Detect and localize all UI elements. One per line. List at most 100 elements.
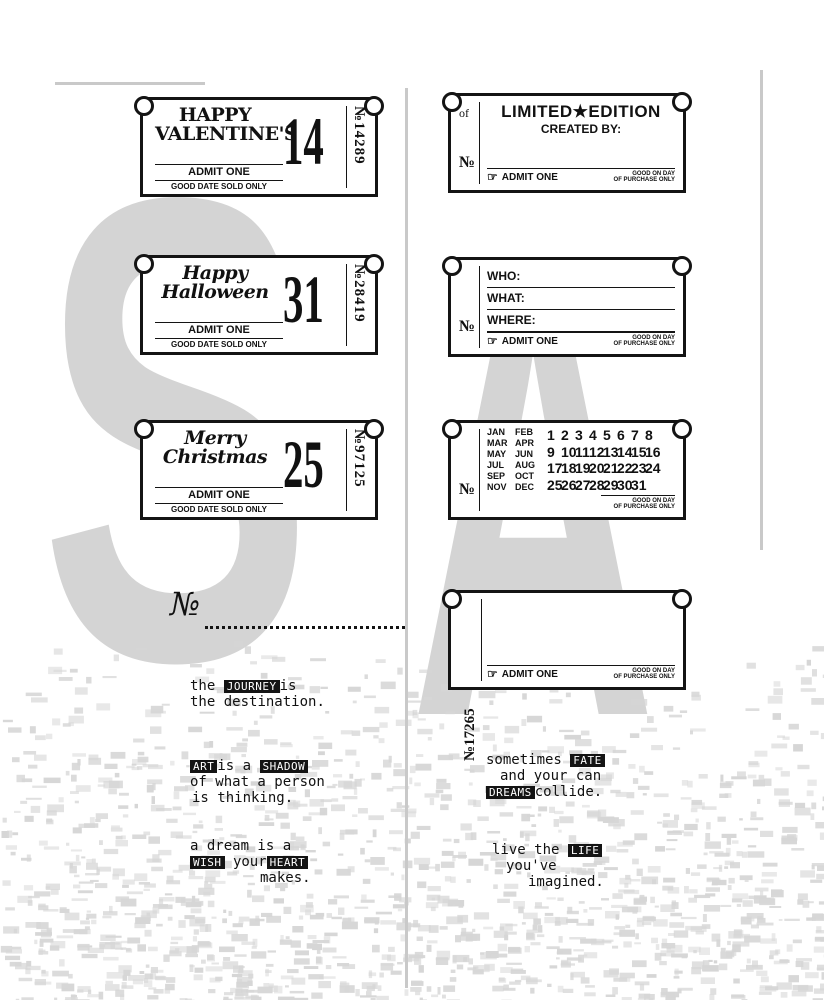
texture-speck (660, 950, 675, 957)
texture-speck (263, 885, 270, 892)
texture-speck (380, 962, 394, 971)
texture-speck (251, 951, 267, 959)
texture-speck (84, 926, 90, 930)
texture-speck (771, 933, 776, 941)
texture-speck (782, 736, 790, 740)
texture-speck (165, 983, 175, 991)
texture-speck (366, 840, 373, 843)
texture-speck (821, 972, 824, 980)
texture-speck (662, 820, 678, 828)
texture-speck (34, 754, 47, 761)
texture-speck (150, 726, 162, 734)
texture-speck (800, 962, 810, 970)
texture-speck (175, 896, 186, 903)
texture-speck (153, 989, 164, 994)
texture-speck (817, 865, 824, 871)
texture-speck (690, 730, 693, 735)
texture-speck (375, 659, 386, 663)
texture-speck (771, 890, 784, 898)
texture-speck (571, 867, 582, 874)
texture-speck (407, 691, 419, 698)
texture-speck (144, 973, 153, 980)
texture-speck (446, 916, 463, 925)
texture-speck (758, 991, 772, 995)
texture-speck (747, 845, 757, 848)
texture-speck (754, 750, 768, 757)
texture-speck (810, 879, 823, 883)
texture-speck (511, 863, 520, 866)
texture-speck (274, 985, 283, 994)
texture-speck (87, 994, 101, 998)
texture-speck (812, 913, 824, 920)
texture-speck (28, 895, 40, 899)
texture-speck (536, 934, 545, 938)
texture-speck (625, 874, 631, 880)
texture-speck (507, 949, 512, 952)
texture-speck (380, 681, 396, 690)
texture-speck (374, 920, 379, 925)
texture-speck (740, 918, 755, 922)
texture-speck (127, 937, 141, 944)
texture-speck (38, 840, 48, 846)
texture-speck (808, 901, 814, 904)
texture-speck (453, 838, 460, 844)
calendar-day: 31 (631, 476, 647, 493)
ticket-title: Happy Halloween (161, 262, 269, 303)
texture-speck (634, 981, 650, 986)
texture-speck (741, 851, 748, 858)
texture-speck (553, 819, 559, 827)
texture-speck (596, 940, 612, 944)
texture-speck (396, 922, 412, 931)
texture-speck (287, 802, 299, 810)
ticket-body: LIMITED★EDITION CREATED BY: (487, 102, 675, 168)
calendar-day: 10 (561, 443, 577, 460)
texture-speck (261, 912, 273, 917)
texture-speck (52, 718, 61, 726)
texture-speck (12, 832, 19, 836)
texture-speck (378, 738, 385, 744)
texture-speck (401, 811, 416, 818)
texture-speck (597, 816, 615, 822)
texture-speck (36, 922, 49, 930)
texture-speck (34, 939, 38, 945)
texture-speck (78, 823, 95, 828)
texture-speck (719, 793, 729, 798)
texture-speck (806, 917, 813, 921)
texture-speck (120, 947, 127, 950)
texture-speck (684, 886, 689, 894)
calendar-day: 6 (617, 427, 625, 443)
texture-speck (492, 754, 505, 760)
texture-speck (259, 715, 273, 719)
texture-speck (626, 792, 635, 799)
texture-speck (424, 866, 436, 869)
texture-speck (54, 997, 58, 1000)
texture-speck (757, 917, 766, 923)
texture-speck (222, 961, 239, 970)
texture-speck (588, 788, 604, 795)
texture-speck (347, 917, 355, 923)
texture-speck (315, 912, 325, 917)
texture-speck (797, 899, 804, 905)
ticket-stub: of № (457, 102, 480, 184)
texture-speck (234, 954, 247, 957)
texture-speck (193, 929, 199, 935)
texture-speck (802, 900, 810, 908)
texture-speck (86, 913, 97, 919)
quote-text: the (190, 694, 216, 710)
texture-speck (428, 925, 439, 933)
texture-speck (822, 806, 824, 811)
texture-speck (273, 898, 284, 904)
texture-speck (524, 946, 530, 953)
texture-speck (138, 882, 150, 885)
texture-speck (24, 815, 34, 822)
number-dotted-line (205, 626, 405, 629)
texture-speck (14, 810, 21, 813)
texture-speck (105, 935, 122, 938)
texture-speck (681, 956, 688, 959)
texture-speck (508, 947, 522, 954)
texture-speck (503, 984, 509, 991)
texture-speck (298, 803, 308, 807)
